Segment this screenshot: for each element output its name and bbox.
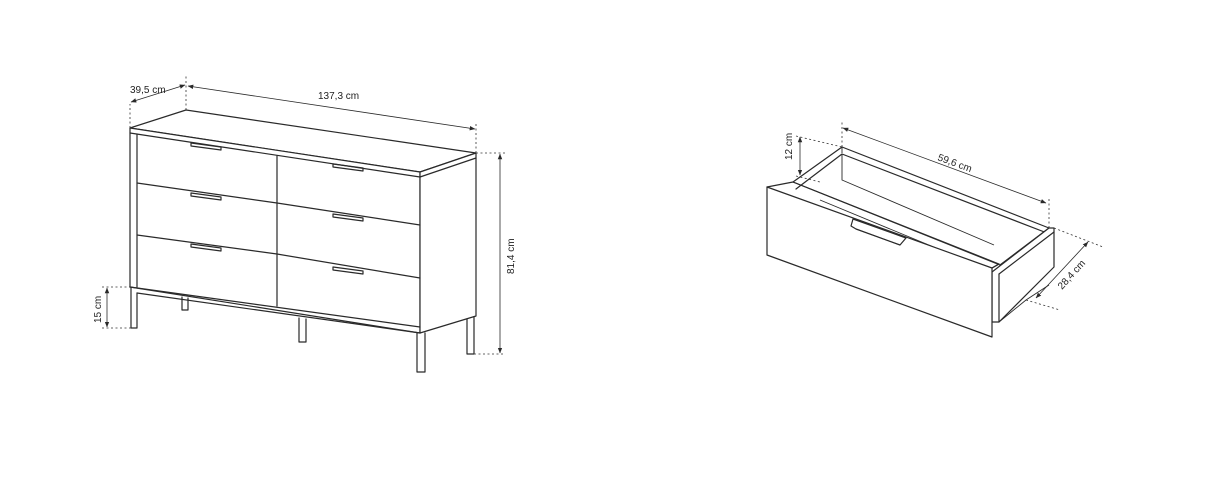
dresser-depth-dimension: 39,5 cm [129, 76, 187, 128]
drawer-front-panel [766, 186, 993, 338]
drawer-handles [190, 142, 364, 275]
dresser-depth-label: 39,5 cm [130, 85, 166, 96]
drawer-depth-label: 28,4 cm [1056, 258, 1088, 292]
drawer-height-dimension: 12 cm [784, 133, 843, 183]
drawer-drawing: 12 cm 59,6 cm 28,4 cm [766, 122, 1104, 338]
dresser-side [419, 152, 477, 334]
dresser-leg-height-dimension: 15 cm [93, 286, 131, 329]
dresser-width-label: 137,3 cm [318, 91, 359, 102]
dresser-width-dimension: 137,3 cm [187, 84, 477, 153]
dresser-height-dimension: 81,4 cm [474, 152, 517, 355]
dresser-leg-height-label: 15 cm [93, 296, 104, 323]
dresser-drawing: 39,5 cm 137,3 cm 81,4 cm 15 cm [93, 76, 517, 373]
dresser-legs [130, 286, 475, 373]
drawer-width-label: 59,6 cm [936, 152, 973, 175]
drawer-height-label: 12 cm [784, 133, 795, 160]
dresser-height-label: 81,4 cm [506, 238, 517, 274]
